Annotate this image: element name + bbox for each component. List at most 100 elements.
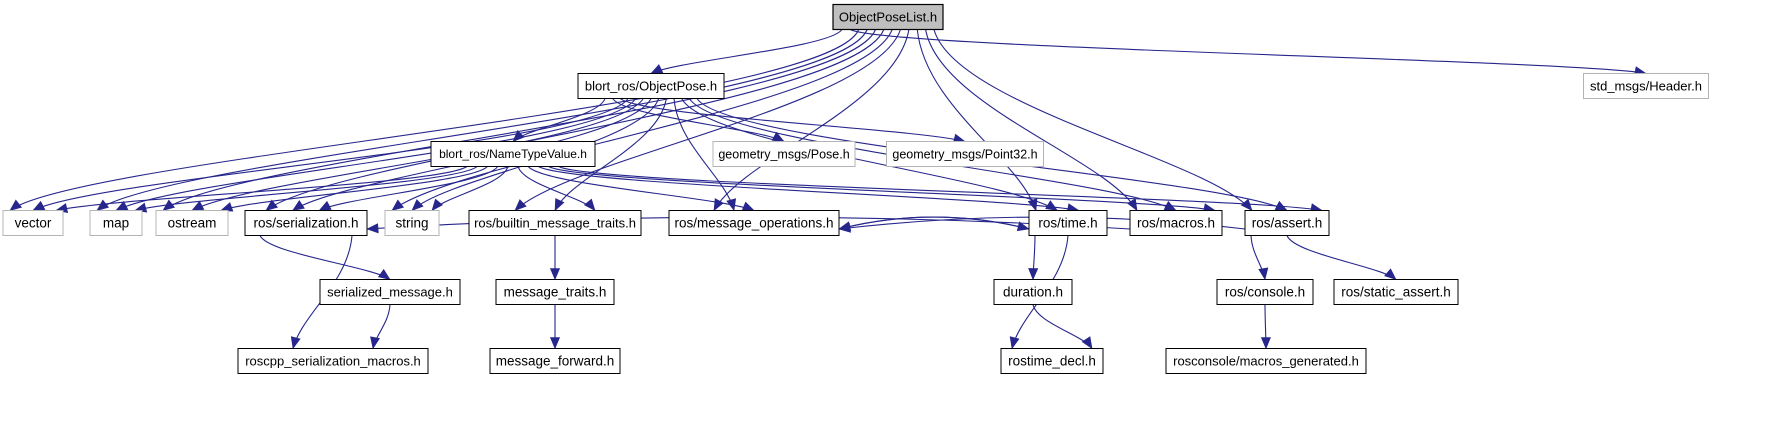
node-box[interactable] xyxy=(89,210,143,236)
graph-node-rosconsole_macros_gen[interactable]: rosconsole/macros_generated.h xyxy=(1165,348,1367,374)
node-box[interactable] xyxy=(1165,348,1367,374)
graph-node-ros_static_assert[interactable]: ros/static_assert.h xyxy=(1333,279,1459,305)
graph-edge xyxy=(673,98,735,211)
graph-edge-arrowhead xyxy=(32,200,46,211)
graph-node-ostream[interactable]: ostream xyxy=(155,210,229,236)
graph-node-rostime_decl[interactable]: rostime_decl.h xyxy=(1000,348,1104,374)
node-box[interactable] xyxy=(886,141,1044,167)
graph-node-ros_console[interactable]: ros/console.h xyxy=(1216,279,1314,305)
graph-edge xyxy=(391,29,893,211)
graph-edge-arrowhead xyxy=(366,223,379,234)
graph-node-map[interactable]: map xyxy=(89,210,143,236)
graph-node-vector[interactable]: vector xyxy=(2,210,64,236)
node-box[interactable] xyxy=(237,348,429,374)
node-box[interactable] xyxy=(155,210,229,236)
graph-edge-arrowhead xyxy=(1009,336,1020,350)
node-label: ros/message_operations.h xyxy=(674,216,833,231)
graph-node-blort_nametypevalue[interactable]: blort_ros/NameTypeValue.h xyxy=(430,141,596,167)
graph-edge xyxy=(850,29,1647,75)
graph-edge xyxy=(162,29,877,211)
node-box[interactable] xyxy=(712,141,856,167)
graph-node-ros_serialization[interactable]: ros/serialization.h xyxy=(244,210,368,236)
node-box[interactable] xyxy=(1244,210,1330,236)
graph-node-serialized_message[interactable]: serialized_message.h xyxy=(319,279,461,305)
node-label: ObjectPoseList.h xyxy=(839,9,937,24)
node-label: ros/builtin_message_traits.h xyxy=(474,215,636,230)
graph-edge-arrowhead xyxy=(713,198,724,212)
graph-edge xyxy=(55,166,468,212)
graph-edge xyxy=(650,29,843,74)
graph-node-duration[interactable]: duration.h xyxy=(993,279,1073,305)
graph-node-ros_message_ops[interactable]: ros/message_operations.h xyxy=(668,210,840,236)
node-box[interactable] xyxy=(1028,210,1108,236)
graph-node-string[interactable]: string xyxy=(384,210,440,236)
graph-edge-arrowhead xyxy=(1258,267,1269,281)
graph-edge xyxy=(265,29,885,211)
node-box[interactable] xyxy=(468,210,642,236)
node-box[interactable] xyxy=(993,279,1073,305)
node-box[interactable] xyxy=(244,210,368,236)
node-box[interactable] xyxy=(2,210,64,236)
node-box[interactable] xyxy=(1000,348,1104,374)
node-box[interactable] xyxy=(489,348,621,374)
node-box[interactable] xyxy=(668,210,840,236)
graph-edge xyxy=(916,29,1037,211)
graph-edge-arrowhead xyxy=(1240,198,1253,212)
node-label: message_forward.h xyxy=(496,354,615,369)
graph-edge xyxy=(554,98,667,211)
graph-node-geometry_pose[interactable]: geometry_msgs/Pose.h xyxy=(712,141,856,167)
graph-edge-arrowhead xyxy=(96,199,110,211)
graph-node-roscpp_ser_macros[interactable]: roscpp_serialization_macros.h xyxy=(237,348,429,374)
graph-edge xyxy=(619,98,966,143)
graph-node-blort_objectpose[interactable]: blort_ros/ObjectPose.h xyxy=(577,73,725,99)
graph-node-geometry_point32[interactable]: geometry_msgs/Point32.h xyxy=(886,141,1044,167)
graph-edge-arrowhead xyxy=(1384,268,1397,281)
node-label: rosconsole/macros_generated.h xyxy=(1173,353,1359,368)
node-box[interactable] xyxy=(1333,279,1459,305)
node-box[interactable] xyxy=(495,279,615,305)
node-box[interactable] xyxy=(832,3,944,31)
graph-edge xyxy=(134,166,478,212)
graph-node-objectposelist[interactable]: ObjectPoseList.h xyxy=(832,3,944,31)
graph-edge-arrowhead xyxy=(411,199,424,212)
graph-node-ros_builtin_traits[interactable]: ros/builtin_message_traits.h xyxy=(468,210,642,236)
node-label: ros/macros.h xyxy=(1137,216,1215,231)
graph-edge xyxy=(925,29,1138,211)
graph-node-ros_time[interactable]: ros/time.h xyxy=(1028,210,1108,236)
graph-edge-arrowhead xyxy=(220,202,234,212)
graph-edge xyxy=(319,166,499,211)
graph-edge xyxy=(259,235,391,280)
node-box[interactable] xyxy=(430,141,596,167)
node-box[interactable] xyxy=(319,279,461,305)
graph-edge-arrowhead xyxy=(370,336,380,350)
graph-edge-arrowhead xyxy=(554,198,565,212)
node-box[interactable] xyxy=(384,210,440,236)
node-box[interactable] xyxy=(1583,73,1709,99)
graph-edge-arrowhead xyxy=(514,199,527,212)
graph-edge xyxy=(838,216,1030,230)
node-label: vector xyxy=(15,216,52,231)
node-box[interactable] xyxy=(1216,279,1314,305)
node-box[interactable] xyxy=(1129,210,1223,236)
graph-node-message_traits[interactable]: message_traits.h xyxy=(495,279,615,305)
graph-edge xyxy=(9,29,860,211)
graph-edge-arrowhead xyxy=(549,268,561,281)
graph-edge-arrowhead xyxy=(1081,336,1093,350)
node-label: geometry_msgs/Point32.h xyxy=(892,147,1037,161)
node-label: blort_ros/ObjectPose.h xyxy=(585,78,717,93)
graph-edge-arrowhead xyxy=(549,337,561,350)
node-box[interactable] xyxy=(577,73,725,99)
graph-edge xyxy=(548,166,1216,212)
node-label: ros/console.h xyxy=(1225,285,1305,300)
graph-node-ros_macros[interactable]: ros/macros.h xyxy=(1129,210,1223,236)
graph-node-stdmsgs_header[interactable]: std_msgs/Header.h xyxy=(1583,73,1709,99)
node-label: std_msgs/Header.h xyxy=(1590,78,1702,93)
graph-edge-arrowhead xyxy=(1028,268,1039,281)
graph-edge xyxy=(220,166,488,212)
node-label: ros/time.h xyxy=(1038,216,1097,231)
graph-node-message_forward[interactable]: message_forward.h xyxy=(489,348,621,374)
graph-node-ros_assert[interactable]: ros/assert.h xyxy=(1244,210,1330,236)
node-label: string xyxy=(395,216,428,231)
graph-edge-arrowhead xyxy=(9,199,23,211)
